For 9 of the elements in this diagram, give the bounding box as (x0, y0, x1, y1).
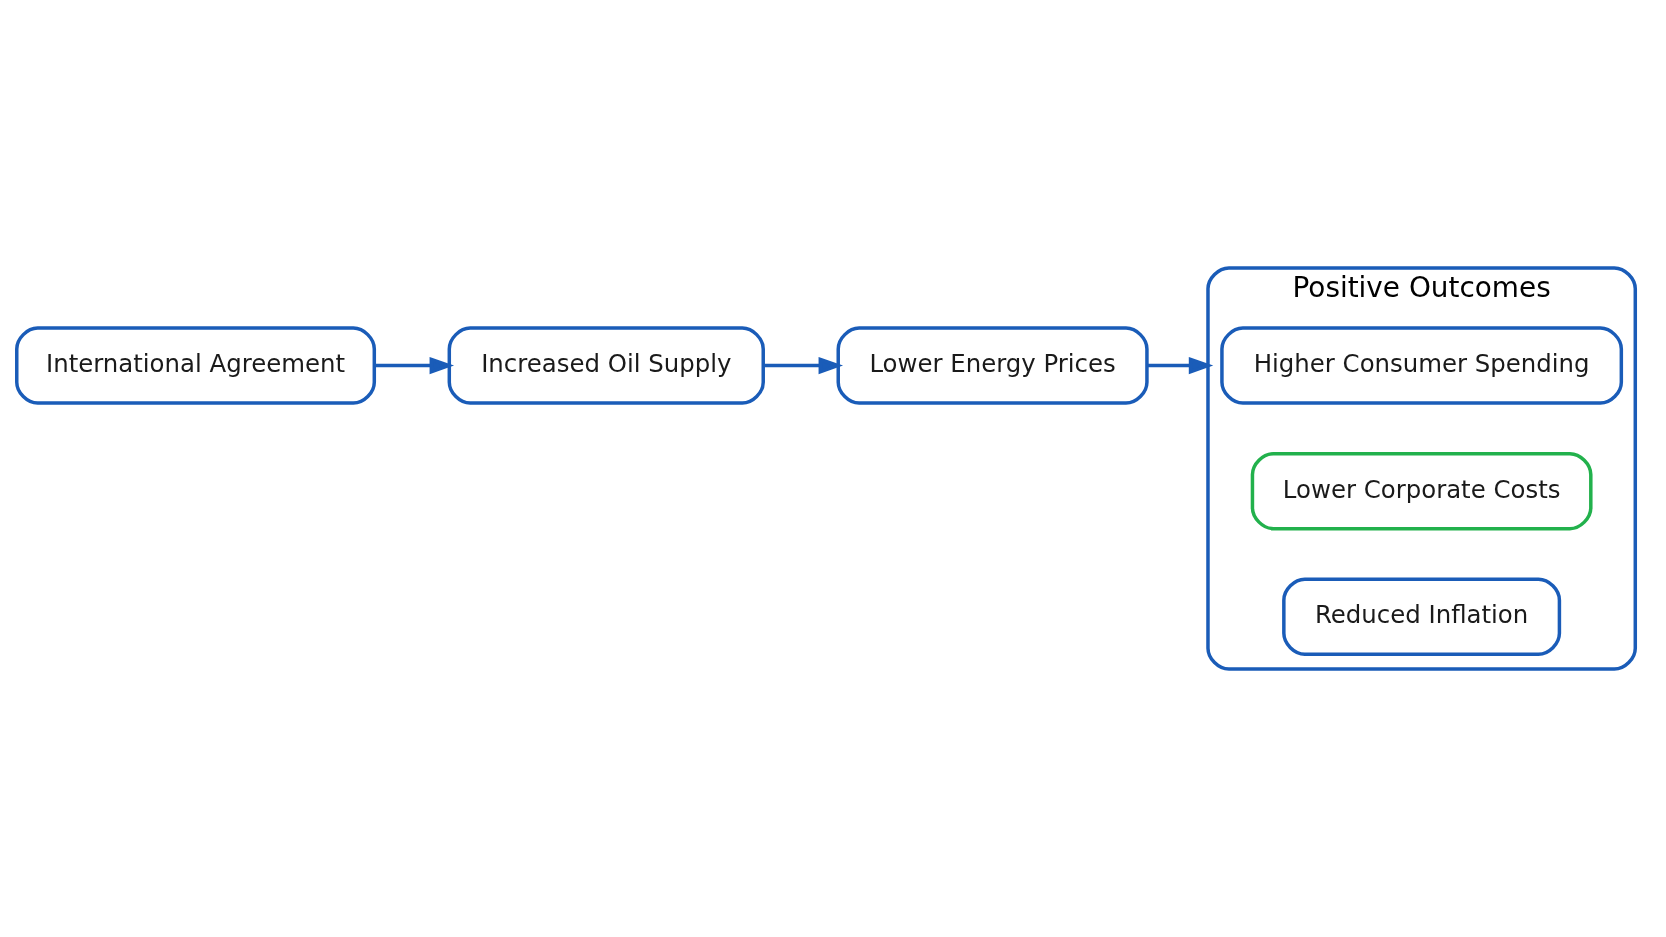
node-box: Reduced Inflation (1282, 577, 1562, 656)
node-box: International Agreement (15, 326, 377, 405)
node-box: Increased Oil Supply (447, 326, 765, 405)
arrow (1147, 357, 1214, 375)
node-box: Lower Corporate Costs (1250, 451, 1593, 531)
node-box: Higher Consumer Spending (1220, 326, 1624, 405)
node-box: Lower Energy Prices (836, 326, 1149, 405)
arrow (374, 357, 455, 375)
arrow (763, 357, 844, 375)
